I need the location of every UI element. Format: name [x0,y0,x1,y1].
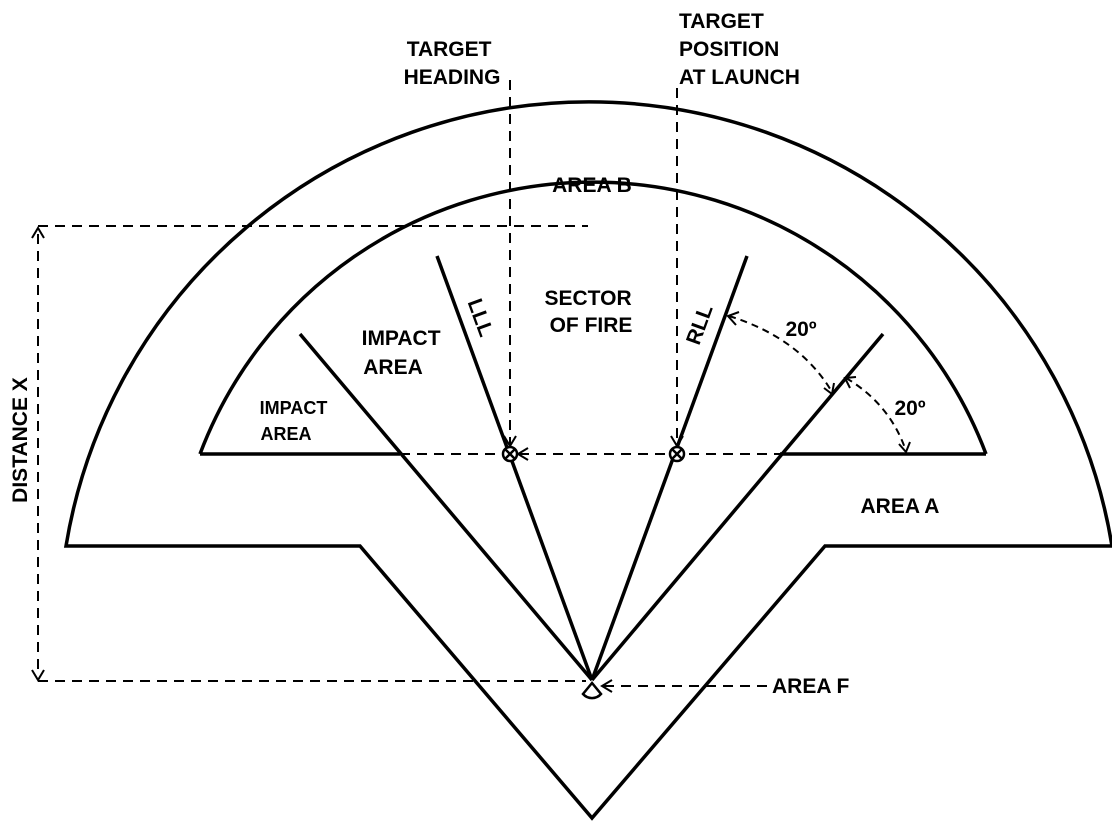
launch-point-icon [581,681,603,700]
sector-of-fire-label: SECTOR OF FIRE [545,287,638,337]
angle-arc-upper-arrowhead-start [726,311,740,326]
rll-line [590,255,749,681]
target-position-label: TARGET POSITION AT LAUNCH [679,10,800,89]
angle-arc-upper-arrowhead-end [823,382,835,396]
impact-area-inner-label: IMPACT AREA [362,327,447,379]
distance-x-arrowhead-top [31,226,45,239]
distance-x-arrowhead-bottom [31,669,45,682]
impact-boundary-right-line [590,332,885,682]
impact-boundary-left-line [298,332,594,682]
distance-x-label: DISTANCE X [9,377,32,503]
angle-arc-lower-arrowhead-start [843,376,857,389]
angle-label-upper: 20º [785,318,816,341]
area-f-arrowhead [600,679,613,693]
outer-boundary [63,100,1112,821]
inner-sector-boundary [198,180,988,456]
area-b-label: AREA B [552,174,632,197]
lll-line [435,255,594,681]
angle-arc-upper [728,315,833,393]
angle-arc-lower [845,377,907,452]
target-heading-label: TARGET HEADING [404,38,501,89]
lll-label: LLL [463,296,498,340]
target-heading-marker-icon [501,445,519,463]
angle-label-lower: 20º [894,397,925,420]
target-position-marker-icon [668,445,686,463]
rll-label: RLL [682,302,718,348]
area-a-label: AREA A [861,495,940,518]
area-f-label: AREA F [772,675,850,698]
angle-arc-lower-arrowhead-end [898,441,911,454]
impact-area-outer-label: IMPACT AREA [260,398,333,444]
